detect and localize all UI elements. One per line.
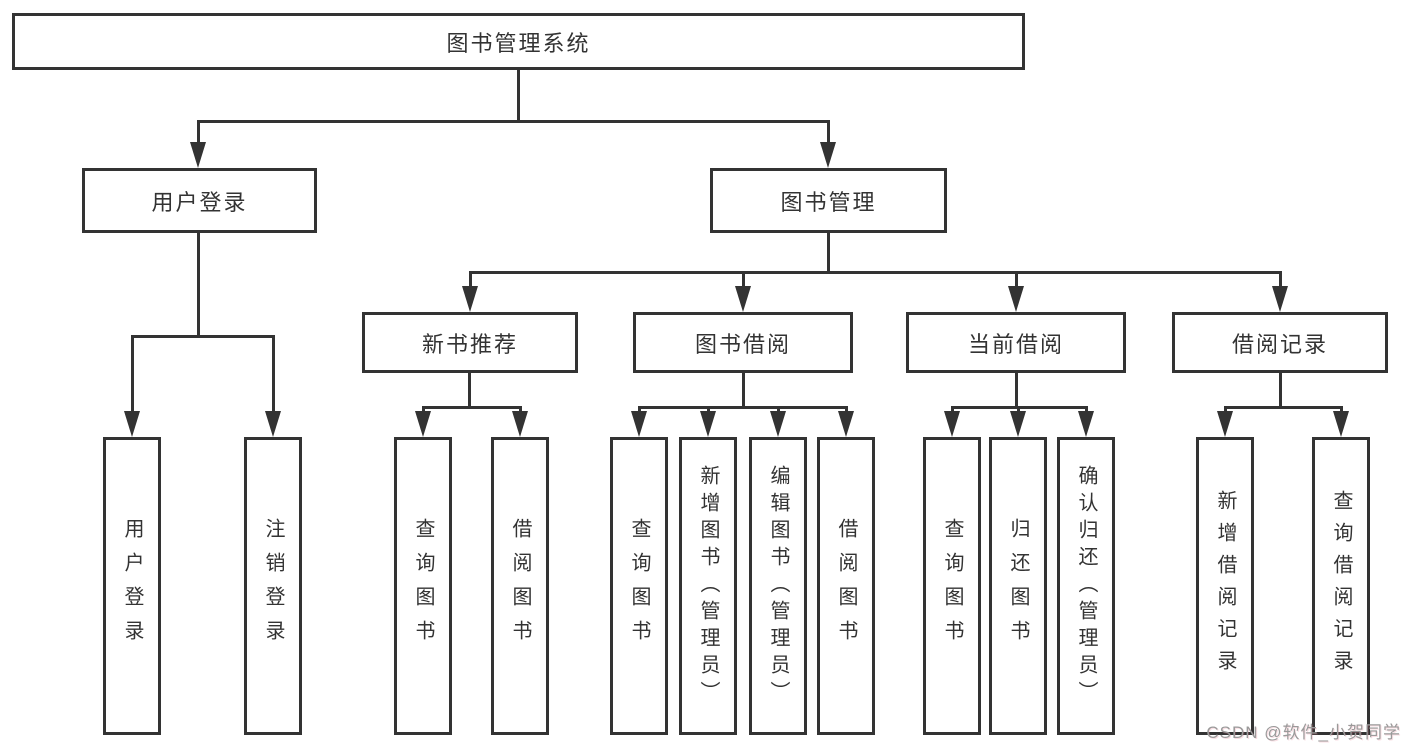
connector-line — [742, 271, 745, 288]
connector-line — [638, 406, 848, 409]
connector-line — [519, 406, 522, 413]
csdn-watermark: CSDN @软件_小贺同学 — [1206, 723, 1401, 742]
connector-line — [827, 233, 830, 271]
connector-arrow — [820, 142, 836, 168]
node-label: 注销登录 — [262, 518, 284, 654]
connector-line — [707, 406, 710, 413]
connector-line — [777, 406, 780, 413]
node-label: 借阅记录 — [1231, 331, 1328, 357]
node-label: 图书借阅 — [694, 331, 791, 357]
node-label: 归还图书 — [1007, 518, 1029, 654]
connector-arrow — [462, 286, 478, 312]
node-query-books-recommend: 查询图书 — [394, 437, 452, 735]
connector-line — [742, 373, 745, 406]
connector-line — [197, 120, 830, 123]
connector-line — [1015, 373, 1018, 406]
connector-arrow — [1078, 411, 1094, 437]
connector-line — [422, 406, 425, 413]
node-user-login: 用户登录 — [82, 168, 317, 233]
connector-line — [131, 335, 134, 413]
node-book-management: 图书管理 — [710, 168, 947, 233]
connector-arrow — [838, 411, 854, 437]
node-user-login-leaf: 用户登录 — [103, 437, 161, 735]
connector-arrow — [1008, 286, 1024, 312]
node-logout: 注销登录 — [244, 437, 302, 735]
node-current-borrow: 当前借阅 — [906, 312, 1126, 373]
node-label: 用户登录 — [151, 189, 248, 215]
connector-arrow — [944, 411, 960, 437]
connector-line — [422, 406, 522, 409]
connector-arrow — [124, 411, 140, 437]
connector-line — [1279, 373, 1282, 406]
node-label: 查询图书 — [628, 518, 650, 654]
connector-arrow — [512, 411, 528, 437]
connector-line — [1015, 271, 1018, 288]
node-add-book-admin: 新增图书（管理员） — [679, 437, 737, 735]
node-book-borrow: 图书借阅 — [633, 312, 853, 373]
connector-arrow — [1010, 411, 1026, 437]
connector-line — [272, 335, 275, 413]
node-query-books-current: 查询图书 — [923, 437, 981, 735]
node-label: 查询图书 — [941, 518, 963, 654]
connector-arrow — [190, 142, 206, 168]
node-label: 图书管理系统 — [446, 30, 591, 56]
node-label: 新增借阅记录 — [1214, 490, 1236, 682]
connector-line — [1279, 271, 1282, 288]
node-borrow-records: 借阅记录 — [1172, 312, 1388, 373]
connector-line — [469, 271, 472, 288]
node-label: 图书管理 — [780, 189, 877, 215]
connector-arrow — [1217, 411, 1233, 437]
node-library-management-system: 图书管理系统 — [12, 13, 1025, 70]
connector-line — [1017, 406, 1020, 413]
connector-line — [131, 335, 275, 338]
connector-line — [845, 406, 848, 413]
node-edit-book-admin: 编辑图书（管理员） — [749, 437, 807, 735]
connector-arrow — [770, 411, 786, 437]
connector-line — [827, 120, 830, 146]
node-new-book-recommend: 新书推荐 — [362, 312, 578, 373]
connector-arrow — [1333, 411, 1349, 437]
node-confirm-return-admin: 确认归还（管理员） — [1057, 437, 1115, 735]
connector-line — [197, 233, 200, 335]
node-return-book: 归还图书 — [989, 437, 1047, 735]
node-label: 新增图书（管理员） — [697, 464, 719, 708]
connector-arrow — [265, 411, 281, 437]
node-label: 当前借阅 — [967, 331, 1064, 357]
connector-arrow — [700, 411, 716, 437]
connector-line — [1224, 406, 1227, 413]
node-label: 借阅图书 — [509, 518, 531, 654]
node-borrow-books-recommend: 借阅图书 — [491, 437, 549, 735]
node-label: 借阅图书 — [835, 518, 857, 654]
connector-arrow — [1272, 286, 1288, 312]
node-label: 查询图书 — [412, 518, 434, 654]
node-borrow-books-leaf: 借阅图书 — [817, 437, 875, 735]
connector-arrow — [631, 411, 647, 437]
connector-line — [197, 120, 200, 146]
connector-line — [517, 70, 520, 120]
node-label: 查询借阅记录 — [1330, 490, 1352, 682]
connector-arrow — [415, 411, 431, 437]
connector-arrow — [735, 286, 751, 312]
node-label: 确认归还（管理员） — [1075, 464, 1097, 708]
node-query-borrow-record: 查询借阅记录 — [1312, 437, 1370, 735]
connector-line — [1224, 406, 1343, 409]
connector-line — [468, 373, 471, 406]
node-label: 新书推荐 — [421, 331, 518, 357]
node-add-borrow-record: 新增借阅记录 — [1196, 437, 1254, 735]
connector-line — [638, 406, 641, 413]
node-label: 用户登录 — [121, 518, 143, 654]
connector-line — [1340, 406, 1343, 413]
connector-line — [1085, 406, 1088, 413]
node-query-books-borrow: 查询图书 — [610, 437, 668, 735]
connector-line — [469, 271, 1282, 274]
node-label: 编辑图书（管理员） — [767, 464, 789, 708]
connector-line — [951, 406, 954, 413]
